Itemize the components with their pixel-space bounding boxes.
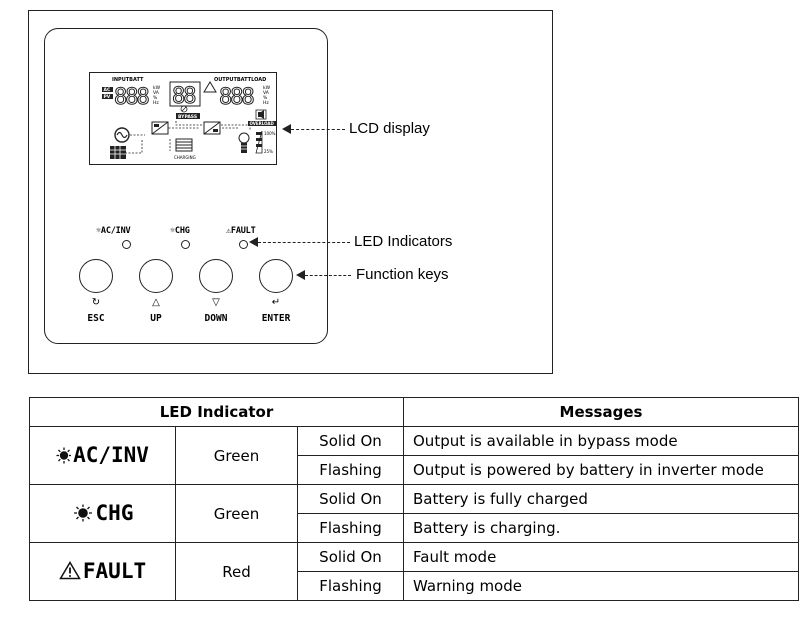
- icon-cell-fault: FAULT: [29, 542, 176, 601]
- message-cell: Battery is fully charged: [403, 484, 799, 514]
- message-cell: Fault mode: [403, 542, 799, 572]
- fault-icon-text: FAULT: [82, 558, 147, 583]
- chg-icon: CHG: [72, 501, 134, 525]
- led-label-chg: ☼CHG: [170, 226, 190, 236]
- lcd-output-unit-2: VA: [263, 90, 270, 96]
- callout-function-keys: Function keys: [356, 266, 449, 283]
- table-row: Flashing Warning mode: [30, 571, 799, 601]
- led-label-chg-text: CHG: [174, 226, 190, 236]
- callout-line-keys: [305, 275, 351, 276]
- lcd-output-unit-1: kW: [263, 85, 271, 91]
- table-row: AC/INV Green Solid On Output is availabl…: [29, 426, 799, 485]
- led-label-fault: ⚠FAULT: [226, 226, 256, 236]
- callout-line-led: [258, 242, 350, 243]
- table-row: CHG Green Solid On Battery is fully char…: [29, 484, 799, 543]
- led-chg: [181, 240, 190, 249]
- led-label-ac-inv: ☼AC/INV: [96, 226, 131, 236]
- color-cell: Green: [175, 426, 298, 485]
- state-cell: Solid On: [297, 484, 404, 514]
- chg-icon-text: CHG: [95, 501, 134, 525]
- led-ac-inv: [122, 240, 131, 249]
- warning-icon: ⚠: [226, 226, 231, 236]
- return-icon: ↵: [271, 297, 281, 308]
- lcd-input-unit-3: %: [153, 95, 158, 101]
- lcd-input-unit-2: VA: [153, 90, 160, 96]
- table-row: FAULT Red Solid On Fault mode: [29, 542, 799, 601]
- lcd-percent-25: 25%: [264, 149, 273, 154]
- state-cell: Flashing: [297, 455, 404, 485]
- esc-key-label: ESC: [87, 313, 105, 324]
- callout-line-lcd: [291, 129, 345, 130]
- esc-key[interactable]: [79, 259, 113, 293]
- lcd-ac-tag: AC: [104, 87, 111, 93]
- header-messages: Messages: [403, 397, 799, 427]
- lcd-output-unit-4: Hz: [263, 100, 269, 106]
- table-row: Flashing Output is powered by battery in…: [30, 455, 799, 485]
- sun-icon: [73, 504, 92, 522]
- lcd-charging-label: CHARGING: [174, 155, 196, 160]
- led-fault: [239, 240, 248, 249]
- sun-icon: ☼: [96, 226, 101, 236]
- lcd-output-unit-3: %: [263, 95, 268, 101]
- state-cell: Flashing: [297, 571, 404, 601]
- led-indicator-table: LED Indicator Messages AC/INV Green Soli…: [29, 397, 799, 601]
- lcd-percent-100: 100%: [264, 131, 276, 136]
- lcd-middle-digits: 88: [172, 84, 195, 109]
- arrow-left-icon: [249, 237, 258, 247]
- lcd-output-digits: 888: [219, 85, 253, 110]
- lcd-overload-label: OVERLOAD: [250, 121, 275, 126]
- lcd-display: INPUTBATT OUTPUTBATTLOAD AC PV 888 kW VA…: [89, 72, 277, 165]
- triangle-down-icon: ▽: [212, 297, 220, 308]
- sun-icon: [56, 447, 72, 464]
- lcd-bypass-label: BYPASS: [178, 114, 197, 120]
- message-cell: Output is powered by battery in inverter…: [403, 455, 799, 485]
- state-cell: Solid On: [297, 426, 404, 456]
- up-key-label: UP: [150, 313, 162, 324]
- up-key[interactable]: [139, 259, 173, 293]
- arrow-left-icon: [282, 124, 291, 134]
- color-cell: Red: [175, 542, 298, 601]
- callout-led-indicators: LED Indicators: [354, 233, 453, 250]
- table-header-row: LED Indicator Messages: [29, 397, 799, 427]
- message-cell: Battery is charging.: [403, 513, 799, 543]
- callout-lcd-display: LCD display: [349, 120, 430, 137]
- warning-icon: [59, 561, 81, 580]
- lcd-input-unit-4: Hz: [153, 100, 159, 106]
- lcd-input-label: INPUTBATT: [112, 77, 144, 83]
- figure-frame: [28, 10, 553, 374]
- lcd-input-digits: 888: [114, 85, 148, 110]
- led-label-fault-text: FAULT: [230, 226, 256, 236]
- lcd-segments: INPUTBATT OUTPUTBATTLOAD AC PV 888 kW VA…: [102, 77, 276, 160]
- state-cell: Solid On: [297, 542, 404, 572]
- arrow-left-icon: [296, 270, 305, 280]
- lcd-input-unit-1: kW: [153, 85, 161, 91]
- enter-key[interactable]: [259, 259, 293, 293]
- down-key-label: DOWN: [204, 313, 228, 324]
- lcd-output-label: OUTPUTBATTLOAD: [214, 77, 266, 83]
- triangle-up-icon: △: [152, 297, 160, 308]
- ac-inv-icon: AC/INV: [56, 443, 149, 467]
- led-label-ac-inv-text: AC/INV: [100, 226, 131, 236]
- icon-cell-chg: CHG: [29, 484, 176, 543]
- message-cell: Output is available in bypass mode: [403, 426, 799, 456]
- message-cell: Warning mode: [403, 571, 799, 601]
- header-led-indicator: LED Indicator: [29, 397, 404, 427]
- fault-icon: FAULT: [59, 559, 146, 583]
- sun-icon: ☼: [170, 226, 175, 236]
- control-panel: [44, 28, 328, 344]
- icon-cell-ac-inv: AC/INV: [29, 426, 176, 485]
- ac-inv-icon-text: AC/INV: [73, 443, 149, 468]
- state-cell: Flashing: [297, 513, 404, 543]
- lcd-pv-tag: PV: [104, 94, 111, 100]
- color-cell: Green: [175, 484, 298, 543]
- enter-key-label: ENTER: [261, 313, 291, 324]
- down-key[interactable]: [199, 259, 233, 293]
- rotate-icon: ↻: [91, 297, 101, 308]
